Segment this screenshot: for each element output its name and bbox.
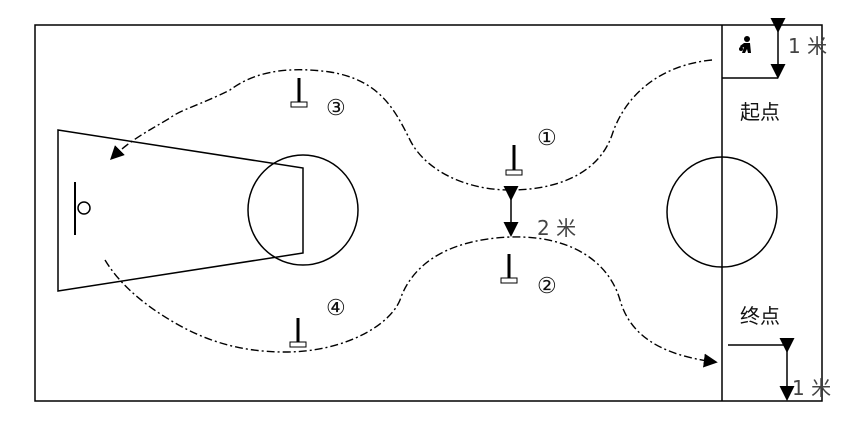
center-circle bbox=[666, 156, 778, 268]
key-lane bbox=[57, 129, 304, 292]
cone-marker-icon bbox=[500, 254, 518, 284]
court-outline bbox=[34, 24, 823, 402]
cone-marker-icon bbox=[290, 78, 308, 108]
cone-label-1: ① bbox=[537, 126, 557, 151]
cone-marker-icon bbox=[289, 318, 307, 348]
end-distance-label: 1 米 bbox=[792, 376, 832, 400]
route-path-lower bbox=[104, 236, 718, 368]
route-path-upper bbox=[110, 59, 713, 191]
cone-label-2: ② bbox=[537, 274, 557, 299]
gap-distance-label: 2 米 bbox=[537, 216, 577, 240]
cone-label-4: ④ bbox=[326, 296, 346, 321]
cone-marker-icon bbox=[505, 145, 523, 176]
rim bbox=[77, 201, 91, 215]
free-throw-circle bbox=[247, 154, 359, 266]
start-distance-label: 1 米 bbox=[788, 34, 828, 58]
start-label: 起点 bbox=[740, 100, 780, 124]
cone-label-3: ③ bbox=[326, 96, 346, 121]
end-label: 终点 bbox=[740, 304, 780, 328]
runner-icon bbox=[739, 36, 751, 53]
